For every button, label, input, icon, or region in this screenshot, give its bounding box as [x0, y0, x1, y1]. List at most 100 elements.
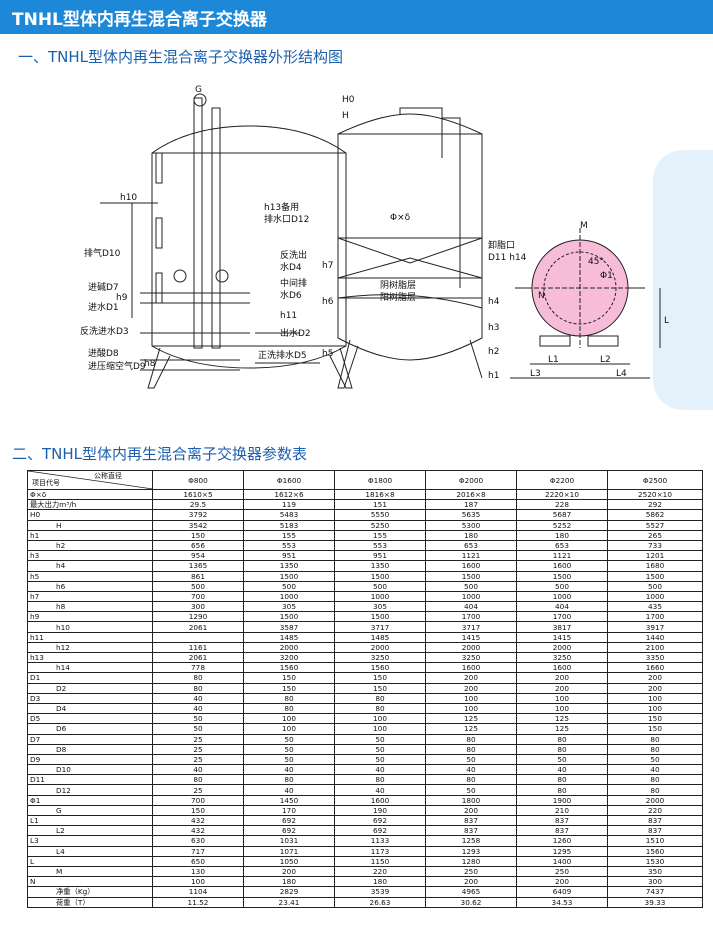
row-label: h1 [27, 529, 153, 541]
parameter-table: 公称直径 项目代号 Φ800 Φ1600 Φ1800 Φ2000 Φ2200 Φ… [27, 470, 703, 908]
table-cell: 26.63 [334, 896, 426, 908]
row-label: D5 [27, 713, 153, 725]
row-label: D11 [27, 774, 153, 786]
label-D11b: D11 h14 [488, 253, 527, 263]
row-label: L3 [27, 835, 153, 847]
table-cell: 1290 [152, 611, 244, 623]
table-cell: 150 [607, 723, 703, 735]
table-cell: 1000 [243, 590, 335, 603]
table-cell: 1500 [334, 611, 426, 623]
table-cell: 200 [425, 876, 517, 888]
table-cell: 1260 [516, 835, 608, 847]
label-D1: 进水D1 [88, 301, 119, 313]
table-cell: 1816×8 [334, 488, 426, 501]
table-cell: 50 [516, 753, 608, 766]
table-cell: 150 [152, 804, 244, 817]
row-label: h11 [27, 631, 153, 643]
header-bar: TNHL型体内再生混合离子交换器 [0, 0, 713, 34]
table-cell: 7437 [607, 886, 703, 898]
table-cell: 180 [334, 876, 426, 888]
table-cell: 40 [243, 764, 335, 776]
table-cell: 6409 [516, 886, 608, 898]
table-cell: 80 [425, 774, 517, 786]
table-cell: 228 [516, 499, 608, 511]
table-cell: 40 [425, 764, 517, 776]
table-cell: 150 [243, 672, 335, 684]
table-cell: 951 [243, 550, 335, 562]
table-cell: 1450 [243, 794, 335, 806]
table-cell: 692 [334, 814, 426, 827]
table-cell: 837 [607, 825, 703, 837]
table-cell: 500 [334, 580, 426, 592]
table-cell: 3250 [516, 651, 608, 664]
table-cell: 1610×5 [152, 488, 244, 501]
row-label: L [27, 855, 153, 867]
table-cell: 80 [425, 743, 517, 755]
table-cell: 3817 [516, 621, 608, 633]
table-cell: 265 [607, 529, 703, 541]
table-cell: 1133 [334, 835, 426, 847]
table-cell: 778 [152, 662, 244, 674]
table-cell: 435 [607, 601, 703, 613]
table-cell: 155 [334, 529, 426, 541]
label-D9: 进压缩空气D9 [88, 360, 146, 372]
table-cell: 100 [243, 713, 335, 725]
table-cell: 1000 [516, 590, 608, 603]
table-cell: 1485 [243, 631, 335, 643]
label-h8: h8 [144, 359, 156, 369]
table-cell: 100 [516, 702, 608, 715]
table-cell: 1415 [425, 631, 517, 643]
table-cell: 3250 [425, 651, 517, 664]
left-vessel-body [151, 125, 347, 369]
middle-vessel-body [337, 113, 483, 361]
row-label: 净重（Kg） [27, 886, 153, 898]
table-cell: 100 [334, 723, 426, 735]
table-cell: 292 [607, 499, 703, 511]
column-header: Φ2000 [425, 470, 517, 490]
table-cell: 2061 [152, 621, 244, 633]
table-cell: 200 [516, 682, 608, 694]
table-cell: 650 [152, 855, 244, 867]
table-cell: 40 [334, 784, 426, 796]
table-cell: 1000 [425, 590, 517, 603]
table-cell: 692 [334, 825, 426, 837]
table-cell: 3250 [334, 651, 426, 664]
table-cell: 80 [152, 682, 244, 694]
table-cell: 1660 [607, 662, 703, 674]
table-cell: 951 [334, 550, 426, 562]
table-cell: 2000 [516, 641, 608, 654]
table-cell: 220 [607, 804, 703, 817]
background-decoration [653, 150, 713, 410]
table-cell: 200 [516, 672, 608, 684]
row-label: 最大出力m³/h [27, 499, 153, 511]
table-cell: 1201 [607, 550, 703, 562]
table-cell: 5252 [516, 519, 608, 531]
table-cell: 2100 [607, 641, 703, 654]
table-cell: 25 [152, 784, 244, 796]
row-label: h6 [27, 580, 153, 592]
table-cell: 50 [152, 723, 244, 735]
table-cell: 1173 [334, 845, 426, 857]
table-cell: 1161 [152, 641, 244, 654]
table-cell: 300 [607, 876, 703, 888]
table-cell: 1280 [425, 855, 517, 867]
table-cell: 1050 [243, 855, 335, 867]
label-D4b: 水D4 [280, 261, 302, 273]
table-cell: 80 [425, 733, 517, 745]
table-cell: 553 [243, 539, 335, 552]
table-cell: 125 [516, 713, 608, 725]
table-cell: 50 [334, 743, 426, 755]
